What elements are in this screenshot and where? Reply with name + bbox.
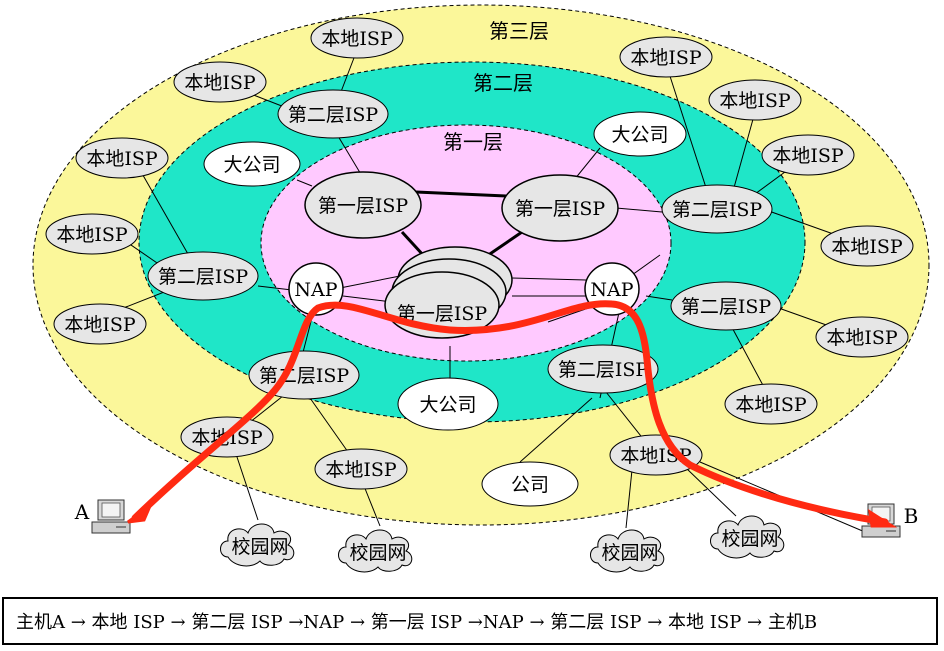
svg-text:第二层ISP: 第二层ISP (672, 199, 763, 221)
local-isp-node: 本地ISP (173, 61, 267, 103)
svg-text:第二层ISP: 第二层ISP (681, 296, 772, 318)
svg-text:第一层ISP: 第一层ISP (515, 198, 606, 220)
tier2-isp-node: 第二层ISP (661, 184, 773, 234)
svg-text:大公司: 大公司 (223, 154, 280, 176)
svg-text:第一层ISP: 第一层ISP (318, 195, 409, 217)
svg-text:第二层ISP: 第二层ISP (158, 266, 249, 288)
svg-text:校园网: 校园网 (721, 528, 778, 550)
local-isp-node: 本地ISP (609, 434, 703, 476)
route-path (127, 300, 898, 528)
local-isp-node: 本地ISP (45, 213, 139, 255)
cloud-icon: 校园网 (590, 529, 665, 573)
path-caption-box: 主机A → 本地 ISP → 第二层 ISP →NAP → 第一层 ISP →N… (2, 597, 938, 645)
tier2-isp-nodes: 第二层ISP 第二层ISP 第二层ISP 第二层ISP 第二层ISP 第二层IS… (147, 89, 782, 400)
host-b-label: B (904, 504, 919, 528)
svg-text:校园网: 校园网 (349, 542, 406, 564)
local-isp-node: 本地ISP (310, 17, 404, 59)
svg-text:校园网: 校园网 (601, 542, 658, 564)
svg-text:第二层ISP: 第二层ISP (288, 104, 379, 126)
tier1-isp-node: 第一层ISP (304, 171, 422, 239)
tier2-isp-node: 第二层ISP (248, 350, 360, 400)
svg-text:第二层ISP: 第二层ISP (259, 365, 350, 387)
local-isp-node: 本地ISP (820, 225, 914, 267)
desktop-computer-icon (91, 499, 131, 534)
big-company-node: 大公司 (593, 111, 687, 157)
big-company-node: 大公司 (203, 141, 301, 187)
svg-text:本地ISP: 本地ISP (325, 459, 397, 481)
tier2-title: 第二层 (473, 71, 533, 95)
cloud-icon: 校园网 (710, 515, 785, 559)
host-a: A (74, 499, 131, 534)
company-node: 公司 (481, 461, 579, 507)
svg-text:NAP: NAP (590, 279, 633, 301)
tier1-isp-node: 第一层ISP (501, 174, 619, 242)
svg-text:第一层ISP: 第一层ISP (397, 303, 488, 325)
host-a-label: A (74, 500, 90, 524)
svg-text:NAP: NAP (294, 279, 337, 301)
svg-text:本地ISP: 本地ISP (64, 314, 136, 336)
isp-hierarchy-diagram: 第三层 第二层 第一层 (32, 4, 930, 573)
tier2-isp-node: 第二层ISP (147, 251, 259, 301)
cloud-icon: 校园网 (220, 523, 295, 567)
svg-text:本地ISP: 本地ISP (86, 148, 158, 170)
svg-text:大公司: 大公司 (419, 394, 476, 416)
local-isp-node: 本地ISP (708, 79, 802, 121)
svg-text:本地ISP: 本地ISP (56, 224, 128, 246)
svg-text:大公司: 大公司 (611, 124, 668, 146)
tier3-title: 第三层 (489, 19, 549, 43)
svg-text:本地ISP: 本地ISP (630, 47, 702, 69)
svg-text:本地ISP: 本地ISP (831, 236, 903, 258)
local-isp-node: 本地ISP (53, 303, 147, 345)
svg-text:本地ISP: 本地ISP (772, 145, 844, 167)
svg-text:本地ISP: 本地ISP (321, 28, 393, 50)
company-nodes: 大公司 大公司 大公司 公司 (203, 111, 687, 507)
svg-text:本地ISP: 本地ISP (826, 327, 898, 349)
campus-networks: 校园网 校园网 校园网 校园网 (220, 515, 785, 573)
tier2-isp-node: 第二层ISP (547, 344, 659, 394)
svg-text:本地ISP: 本地ISP (719, 90, 791, 112)
svg-text:校园网: 校园网 (231, 536, 288, 558)
svg-text:本地ISP: 本地ISP (735, 394, 807, 416)
tier2-isp-node: 第二层ISP (670, 281, 782, 331)
path-caption: 主机A → 本地 ISP → 第二层 ISP →NAP → 第一层 ISP →N… (16, 612, 818, 633)
svg-text:本地ISP: 本地ISP (184, 72, 256, 94)
local-isp-node: 本地ISP (815, 316, 909, 358)
tier1-title: 第一层 (443, 130, 503, 154)
svg-text:第二层ISP: 第二层ISP (558, 359, 649, 381)
local-isp-node: 本地ISP (75, 137, 169, 179)
local-isp-node: 本地ISP (314, 448, 408, 490)
big-company-node: 大公司 (397, 377, 499, 431)
local-isp-node: 本地ISP (761, 134, 855, 176)
svg-text:公司: 公司 (511, 474, 549, 496)
local-isp-nodes: 本地ISP 本地ISP 本地ISP 本地ISP 本地ISP 本地ISP 本地IS… (45, 17, 914, 490)
cloud-icon: 校园网 (338, 529, 413, 573)
tier2-isp-node: 第二层ISP (277, 89, 389, 139)
local-isp-node: 本地ISP (724, 383, 818, 425)
local-isp-node: 本地ISP (619, 36, 713, 78)
